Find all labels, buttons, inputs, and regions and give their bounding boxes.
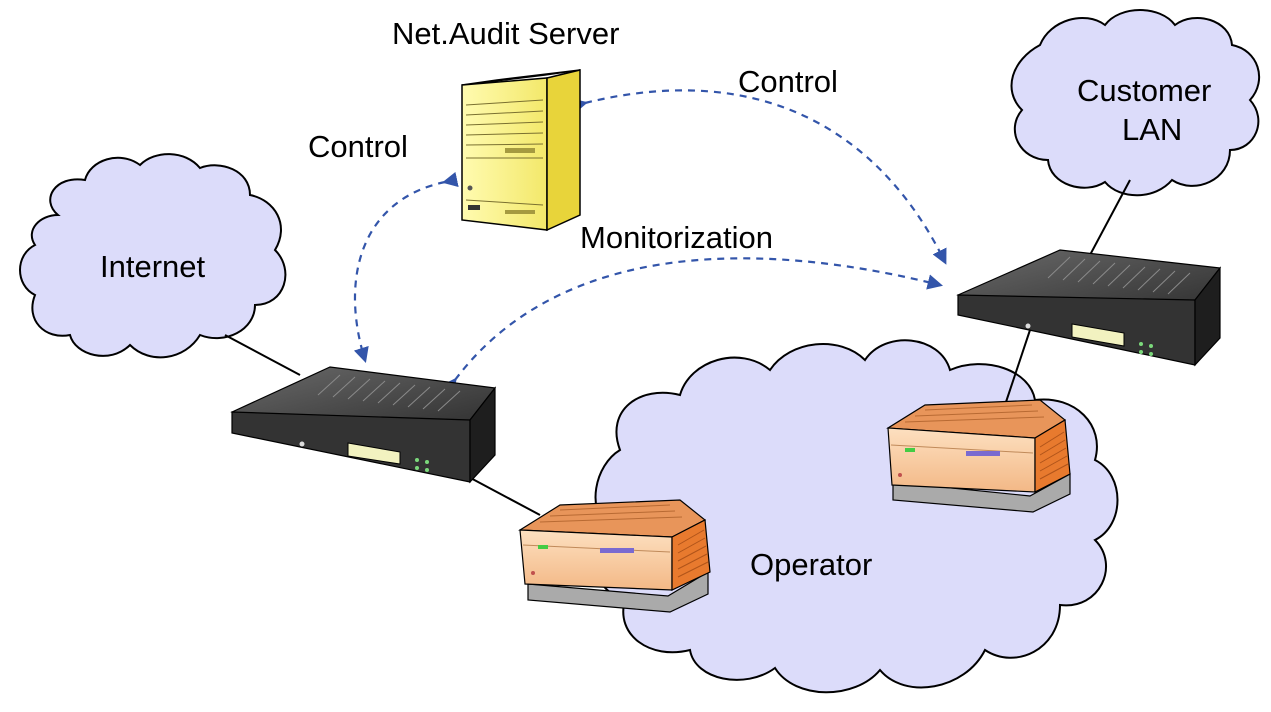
internet-label: Internet — [100, 249, 206, 284]
network-appliance-icon — [956, 249, 1222, 367]
customer-lan-cloud — [1010, 9, 1260, 197]
right-router — [886, 399, 1071, 513]
monitorization-label: Monitorization — [580, 220, 773, 255]
link-internet-appliance — [224, 334, 301, 376]
left-appliance — [230, 366, 497, 484]
control-arrow-right — [571, 89, 947, 265]
link-customer-appliance — [1089, 179, 1131, 256]
customer-lan-label-line2: LAN — [1122, 112, 1182, 147]
router-icon — [886, 399, 1071, 513]
internet-cloud — [19, 153, 287, 359]
customer-lan-label-line1: Customer — [1077, 73, 1211, 108]
server-label: Net.Audit Server — [392, 16, 619, 51]
server-icon — [461, 69, 581, 232]
net-audit-server — [461, 69, 581, 232]
dashed-arrows — [353, 89, 947, 395]
link-lines — [224, 179, 1131, 516]
link-appliance-router-right — [1004, 329, 1031, 406]
monitorization-arrow — [441, 257, 943, 395]
network-appliance-icon — [230, 366, 497, 484]
cloud-icon — [1010, 9, 1260, 197]
control-arrow-left — [353, 171, 459, 363]
control-label-right: Control — [738, 64, 838, 99]
cloud-icon — [19, 153, 287, 359]
link-appliance-router — [464, 474, 541, 516]
right-appliance — [956, 249, 1222, 367]
control-label-left: Control — [308, 129, 408, 164]
router-icon — [518, 499, 711, 613]
left-router — [518, 499, 711, 613]
operator-label: Operator — [750, 547, 872, 582]
